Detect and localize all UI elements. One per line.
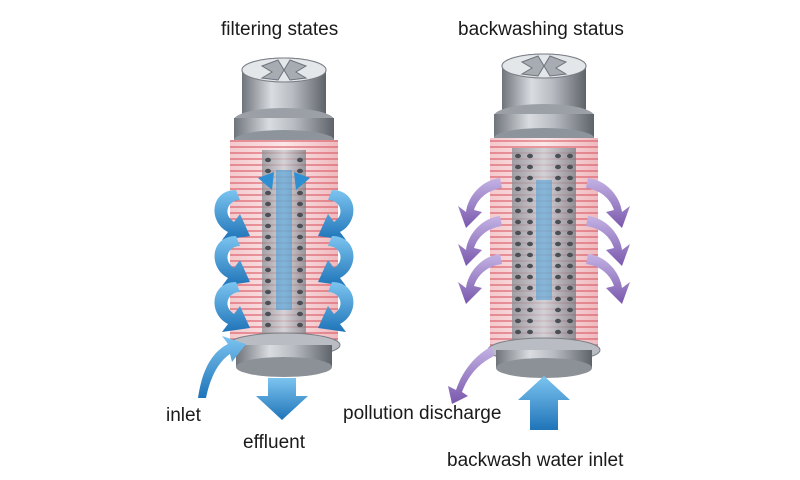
backwash-flow-arrows — [458, 178, 630, 304]
pollution-discharge-label: pollution discharge — [343, 403, 502, 424]
effluent-arrow — [256, 378, 308, 420]
effluent-label: effluent — [243, 432, 305, 453]
backwash-inlet-arrow — [518, 376, 570, 430]
backwashing-title: backwashing status — [458, 19, 624, 40]
core-slots — [265, 157, 303, 328]
filtering-title: filtering states — [221, 19, 339, 40]
inlet-label: inlet — [166, 405, 201, 426]
inlet-arrow — [198, 336, 246, 398]
backwash-element — [487, 53, 601, 378]
pollution-discharge-arrow — [448, 346, 494, 404]
filtering-flow-arrows — [214, 170, 354, 332]
core-slots — [515, 153, 573, 335]
backwash-water-inlet-label: backwash water inlet — [447, 450, 624, 471]
